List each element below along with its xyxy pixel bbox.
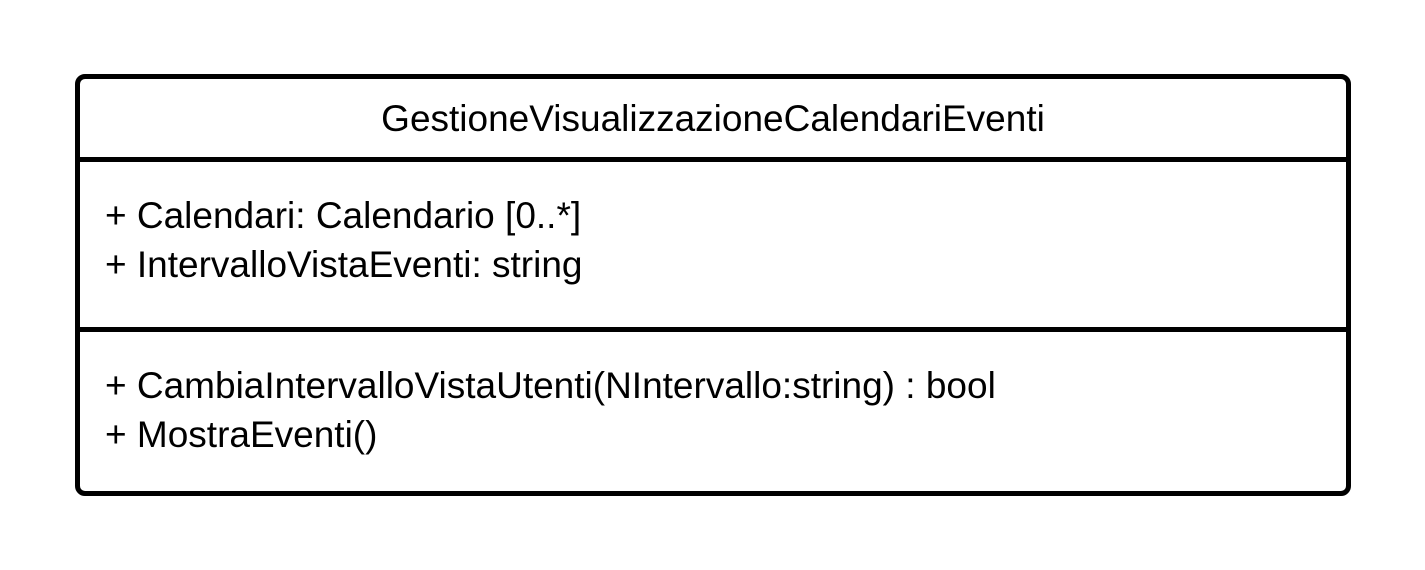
divider-name-attributes [80,157,1346,162]
uml-class-box: GestioneVisualizzazioneCalendariEventi +… [75,74,1351,496]
class-name: GestioneVisualizzazioneCalendariEventi [381,97,1045,139]
attribute-intervallo-vista-eventi: + IntervalloVistaEventi: string [105,244,583,285]
operation-cambia-intervallo-vista-utenti: + CambiaIntervalloVistaUtenti(NIntervall… [105,365,996,406]
operations-compartment: + CambiaIntervalloVistaUtenti(NIntervall… [105,361,1336,459]
class-name-compartment: GestioneVisualizzazioneCalendariEventi [80,79,1346,157]
operation-mostra-eventi: + MostraEventi() [105,414,378,455]
attribute-calendari: + Calendari: Calendario [0..*] [105,195,582,236]
attributes-compartment: + Calendari: Calendario [0..*] + Interva… [105,191,1336,289]
divider-attributes-operations [80,327,1346,332]
